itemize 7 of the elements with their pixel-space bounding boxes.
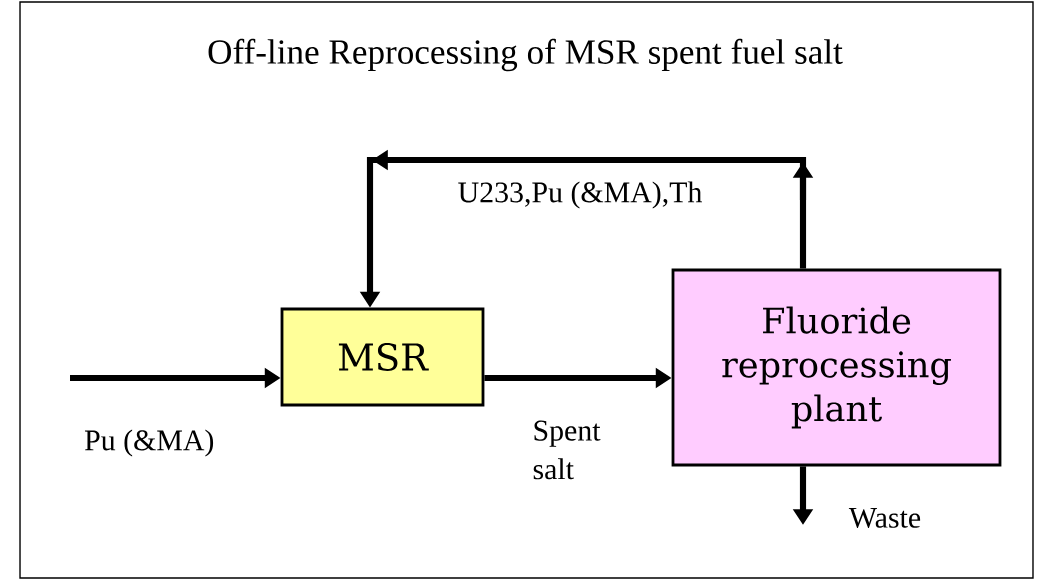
process-box: MSR: [280, 307, 485, 407]
edge-label: Waste: [848, 508, 921, 528]
edge-label: Pu (&MA): [84, 429, 214, 457]
edge-label: U233,Pu (&MA),Th: [458, 181, 702, 209]
edge-label: Spent salt: [533, 420, 601, 480]
process-box: Fluoride reprocessing plant: [671, 268, 1002, 467]
title: Off-line Reprocessing of MSR spent fuel salt: [208, 38, 843, 72]
